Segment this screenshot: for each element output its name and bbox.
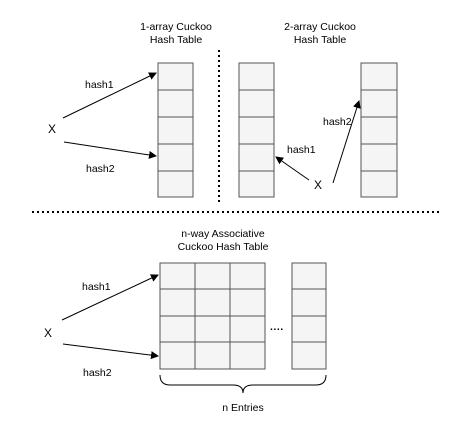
panel1-array [157,62,194,198]
panel3-title-line1: n-way Associative [181,228,265,240]
grid-cell [291,341,327,370]
panel2-hash2-label: hash2 [323,116,352,128]
grid-cell [159,315,196,343]
panel2-hash1-label: hash1 [287,144,316,156]
panel2-key-x: X [314,178,322,192]
n-entries-label: n Entries [222,402,263,414]
grid-cell [291,315,327,343]
panel3-hash1-arrow [61,274,159,321]
panel1-hash2-label: hash2 [86,163,115,175]
panel3-grid [159,262,327,370]
grid-cell [194,341,231,370]
panel1-hash1-label: hash1 [85,79,114,91]
grid-cell [229,288,266,317]
grid-cell [194,288,231,317]
array-cell [360,62,398,91]
array-cell [238,143,275,172]
array-cell [157,143,194,172]
panel-n-way: n-way Associative Cuckoo Hash Table .... [44,228,327,414]
grid-cell [194,262,231,290]
array-cell [157,62,194,91]
array-cell [360,170,398,198]
array-cell [157,89,194,118]
grid-cell [291,288,327,317]
panel-two-array: 2-array Cuckoo Hash Table X hash1 hash2 [238,21,398,198]
panel2-hash1-arrow [275,156,310,181]
panel2-title-line2: Hash Table [294,34,347,46]
grid-cell [159,341,196,370]
grid-cell [229,262,266,290]
panel1-hash1-arrow [62,72,157,119]
panel-one-array: 1-array Cuckoo Hash Table X hash1 hash2 [48,21,212,198]
panel3-hash2-label: hash2 [83,367,112,379]
array-cell [238,62,275,91]
array-cell [360,116,398,145]
panel2-array-right [360,62,398,198]
n-entries-brace [159,374,327,394]
panel1-hash2-arrow [63,141,157,159]
grid-cell [159,262,196,290]
panel2-array-left [238,62,275,198]
panel1-title-line1: 1-array Cuckoo [140,21,212,33]
grid-cell [159,288,196,317]
array-cell [238,116,275,145]
panel3-ellipsis: .... [270,321,284,333]
grid-cell [194,315,231,343]
panel3-title-line2: Cuckoo Hash Table [178,241,269,253]
array-cell [157,116,194,145]
grid-cell [229,341,266,370]
panel3-key-x: X [44,326,52,340]
array-cell [360,89,398,118]
panel2-hash2-arrow [332,100,361,184]
panel3-hash1-label: hash1 [82,281,111,293]
panel3-hash2-arrow [62,343,159,360]
grid-cell [291,262,327,290]
panel1-title-line2: Hash Table [150,34,203,46]
array-cell [157,170,194,198]
array-cell [238,89,275,118]
panel2-title-line1: 2-array Cuckoo [284,21,356,33]
panel1-key-x: X [48,122,56,136]
grid-cell [229,315,266,343]
array-cell [238,170,275,198]
array-cell [360,143,398,172]
